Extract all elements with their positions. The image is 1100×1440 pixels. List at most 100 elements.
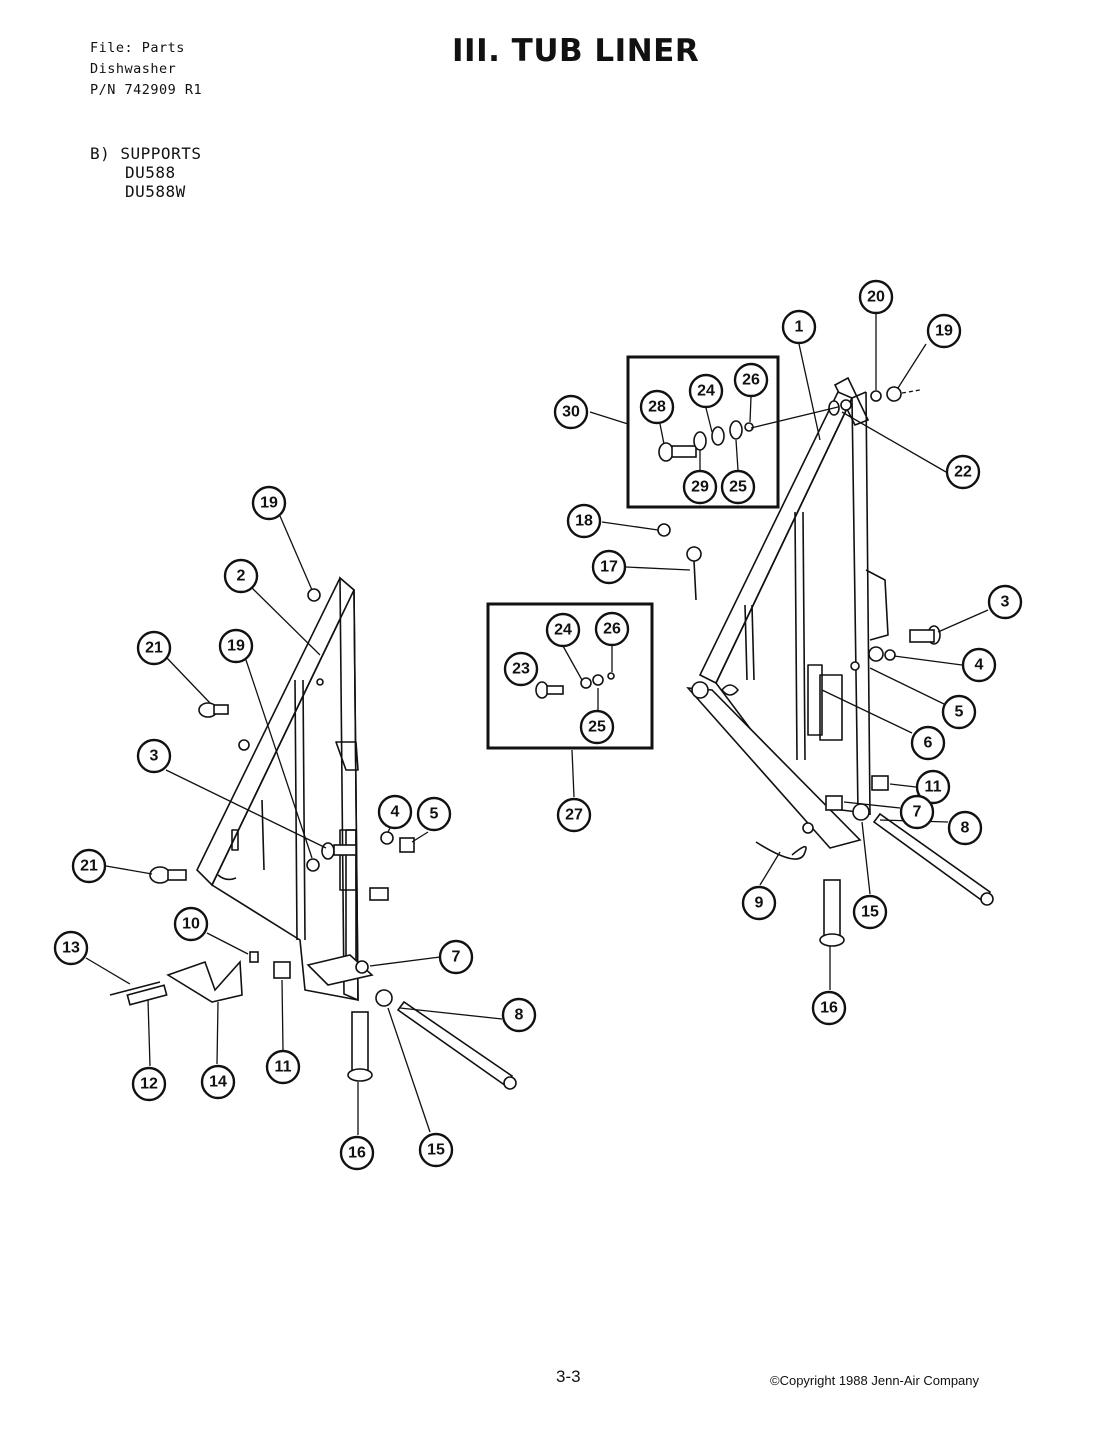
- callout-part-11: 11: [265, 1049, 301, 1085]
- callout-label: 1: [795, 319, 804, 336]
- callout-part-14: 14: [200, 1064, 236, 1100]
- callout-part-26: 26: [594, 611, 630, 647]
- callout-label: 7: [452, 949, 461, 966]
- callout-part-2: 2: [223, 558, 259, 594]
- callout-label: 25: [729, 479, 747, 496]
- left-leader-lines: [85, 515, 503, 1135]
- callout-label: 4: [391, 804, 400, 821]
- callout-part-8: 8: [501, 997, 537, 1033]
- callout-part-19: 19: [251, 485, 287, 521]
- callout-part-7: 7: [899, 794, 935, 830]
- callout-label: 17: [600, 559, 618, 576]
- callout-part-10: 10: [173, 906, 209, 942]
- callout-part-3: 3: [987, 584, 1023, 620]
- kit-30-box: [626, 355, 780, 509]
- callout-label: 26: [742, 372, 760, 389]
- callout-label: 16: [348, 1145, 366, 1162]
- callout-label: 19: [935, 323, 953, 340]
- callout-label: 24: [697, 383, 715, 400]
- page-title: III. TUB LINER: [452, 33, 700, 69]
- callout-label: 23: [512, 661, 530, 678]
- callout-label: 8: [515, 1007, 524, 1024]
- callout-label: 14: [209, 1074, 227, 1091]
- callout-part-21: 21: [71, 848, 107, 884]
- callout-part-8: 8: [947, 810, 983, 846]
- callout-label: 9: [755, 895, 764, 912]
- kit-27-box: [486, 602, 654, 750]
- callout-part-18: 18: [566, 503, 602, 539]
- part-number-line: P/N 742909 R1: [90, 82, 203, 98]
- file-info-block: File: Parts Dishwasher P/N 742909 R1: [90, 38, 202, 101]
- callout-label: 11: [925, 779, 942, 796]
- callout-label: 12: [140, 1076, 158, 1093]
- callout-label: 3: [150, 748, 159, 765]
- left-hardware: [109, 702, 517, 1090]
- callout-label: 27: [565, 807, 583, 824]
- page-number: 3-3: [556, 1367, 581, 1386]
- callout-part-26: 26: [733, 362, 769, 398]
- callout-part-5: 5: [416, 796, 452, 832]
- callout-label: 2: [237, 568, 246, 585]
- callout-label: 22: [954, 464, 972, 481]
- callout-label: 16: [820, 1000, 838, 1017]
- callout-part-30: 30: [553, 394, 589, 430]
- callout-label: 26: [603, 621, 621, 638]
- callout-label: 8: [961, 820, 970, 837]
- callout-part-28: 28: [639, 389, 675, 425]
- callout-label: 29: [691, 479, 709, 496]
- callout-part-4: 4: [377, 794, 413, 830]
- right-leader-lines: [562, 314, 989, 990]
- callout-part-6: 6: [910, 725, 946, 761]
- callout-part-24: 24: [688, 373, 724, 409]
- right-support-bracket: [686, 376, 889, 849]
- callout-label: 21: [80, 858, 98, 875]
- callout-bubbles: 19 2 21 19 3 4 5 21 10 7 13 8 12 14 11 1…: [53, 279, 1023, 1171]
- callout-part-7: 7: [438, 939, 474, 975]
- callout-part-25: 25: [720, 469, 756, 505]
- callout-label: 20: [867, 289, 885, 306]
- callout-part-16: 16: [811, 990, 847, 1026]
- copyright-notice: ©Copyright 1988 Jenn-Air Company: [770, 1373, 980, 1388]
- callout-part-4: 4: [961, 647, 997, 683]
- callout-label: 5: [955, 704, 964, 721]
- callout-part-16: 16: [339, 1135, 375, 1171]
- callout-label: 13: [62, 940, 80, 957]
- callout-label: 19: [260, 495, 278, 512]
- callout-label: 24: [554, 622, 572, 639]
- callout-label: 21: [145, 640, 163, 657]
- callout-part-22: 22: [945, 454, 981, 490]
- callout-part-27: 27: [556, 797, 592, 833]
- callout-label: 19: [227, 638, 245, 655]
- callout-label: 18: [575, 513, 593, 530]
- section-heading: B) SUPPORTS: [90, 144, 202, 163]
- file-line: File: Parts: [90, 40, 185, 56]
- callout-label: 28: [648, 399, 666, 416]
- callout-label: 4: [975, 657, 984, 674]
- callout-label: 10: [182, 916, 200, 933]
- callout-label: 15: [427, 1142, 445, 1159]
- callout-part-17: 17: [591, 549, 627, 585]
- callout-part-19: 19: [218, 628, 254, 664]
- callout-part-9: 9: [741, 885, 777, 921]
- callout-part-3: 3: [136, 738, 172, 774]
- callout-label: 25: [588, 719, 606, 736]
- right-hardware: [657, 386, 994, 947]
- callout-part-24: 24: [545, 612, 581, 648]
- callout-label: 6: [924, 735, 933, 752]
- callout-label: 3: [1001, 594, 1010, 611]
- callout-label: 11: [275, 1059, 292, 1076]
- callout-part-29: 29: [682, 469, 718, 505]
- callout-part-15: 15: [418, 1132, 454, 1168]
- callout-label: 5: [430, 806, 439, 823]
- callout-label: 15: [861, 904, 879, 921]
- callout-part-25: 25: [579, 709, 615, 745]
- callout-part-15: 15: [852, 894, 888, 930]
- callout-part-20: 20: [858, 279, 894, 315]
- product-line: Dishwasher: [90, 61, 177, 77]
- callout-part-21: 21: [136, 630, 172, 666]
- model-number: DU588W: [125, 182, 186, 201]
- callout-part-12: 12: [131, 1066, 167, 1102]
- callout-part-19: 19: [926, 313, 962, 349]
- callout-part-5: 5: [941, 694, 977, 730]
